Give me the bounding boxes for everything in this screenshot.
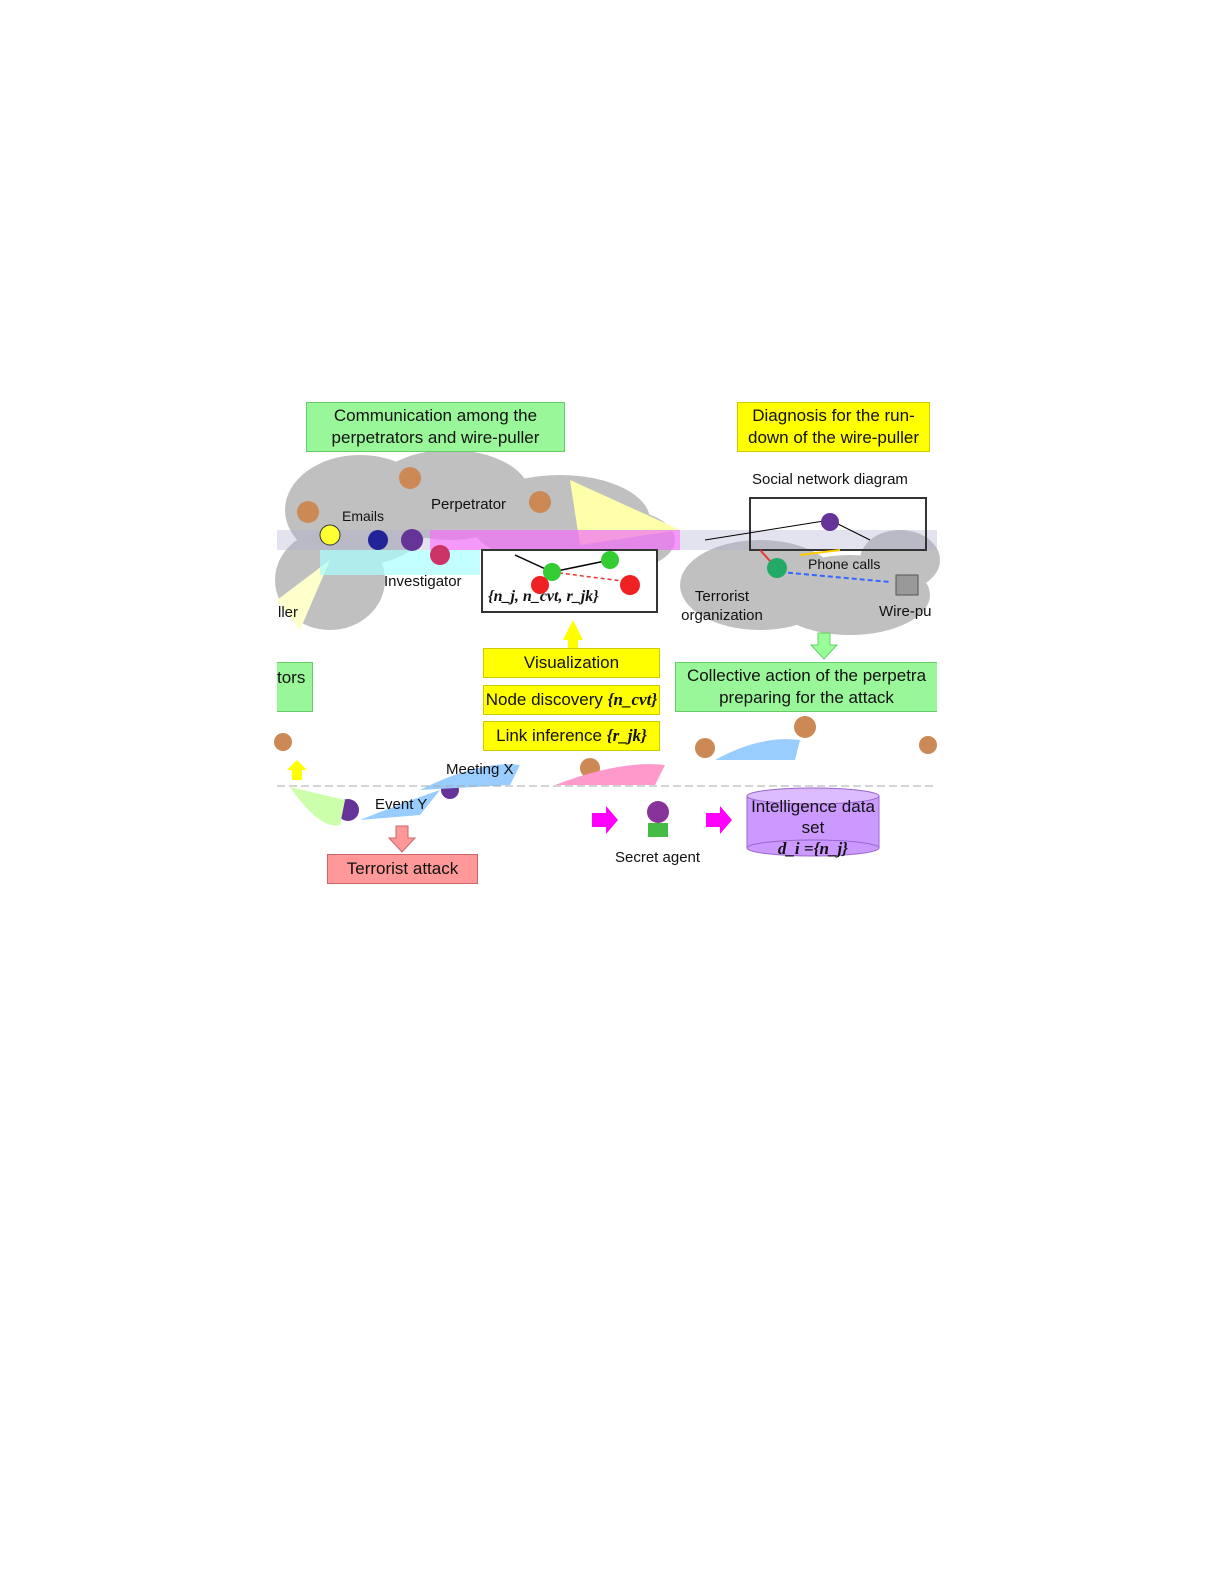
node-discovery-math: {n_cvt}	[607, 690, 658, 709]
intelligence-cylinder	[746, 787, 880, 857]
terrorist-attack-box: Terrorist attack	[327, 854, 478, 884]
investigator-label: Investigator	[384, 573, 462, 590]
social-network-diagram-label: Social network diagram	[752, 471, 908, 488]
network-math-label: {n_j, n_cvt, r_jk}	[488, 588, 599, 605]
collective-action-box: Collective action of the perpetra prepar…	[675, 662, 937, 712]
arrow-down-icon	[387, 825, 417, 853]
link-inference-text: Link inference	[496, 726, 602, 745]
magenta-beam	[430, 530, 680, 550]
visualization-box: Visualization	[483, 648, 660, 678]
beam-highlight	[570, 480, 680, 545]
intelligence-text: Intelligence data set	[751, 796, 875, 837]
event-y-link	[360, 790, 440, 820]
terrorist-organization-label: Terrorist organization	[681, 588, 763, 624]
perpetrators-box: tors	[277, 662, 313, 712]
arrow-down-icon	[809, 632, 839, 660]
communication-box: Communication among the perpetrators and…	[306, 402, 565, 452]
link-green	[290, 787, 345, 826]
link-blue	[715, 739, 800, 760]
arrow-up-icon	[287, 760, 307, 780]
arrow-right-icon	[706, 806, 732, 834]
diagnosis-box: Diagnosis for the run-down of the wire-p…	[737, 402, 930, 452]
secret-agent-label: Secret agent	[615, 849, 701, 866]
emails-label: Emails	[342, 508, 385, 524]
meeting-x-label: Meeting X	[446, 761, 514, 778]
beam-highlight	[277, 560, 330, 630]
arrow-right-icon	[592, 806, 618, 834]
node-discovery-box: Node discovery {n_cvt}	[483, 685, 660, 715]
event-y-label: Event Y	[375, 796, 428, 813]
cyan-beam	[320, 550, 480, 575]
meeting-x-link	[420, 764, 520, 790]
cloud-right	[680, 530, 940, 635]
phone-calls-label: Phone calls	[808, 556, 881, 572]
perpetrator-label: Perpetrator	[431, 496, 507, 513]
arrow-up-icon	[563, 620, 583, 648]
node-discovery-text: Node discovery	[485, 690, 603, 709]
wire-puller-left-label: ller	[278, 604, 299, 621]
wire-puller-right-label: Wire-pu	[879, 603, 932, 620]
link-inference-box: Link inference {r_jk}	[483, 721, 660, 751]
intelligence-math: d_i ={n_j}	[777, 838, 849, 858]
link-pink	[555, 764, 665, 785]
link-inference-math: {r_jk}	[606, 726, 647, 745]
